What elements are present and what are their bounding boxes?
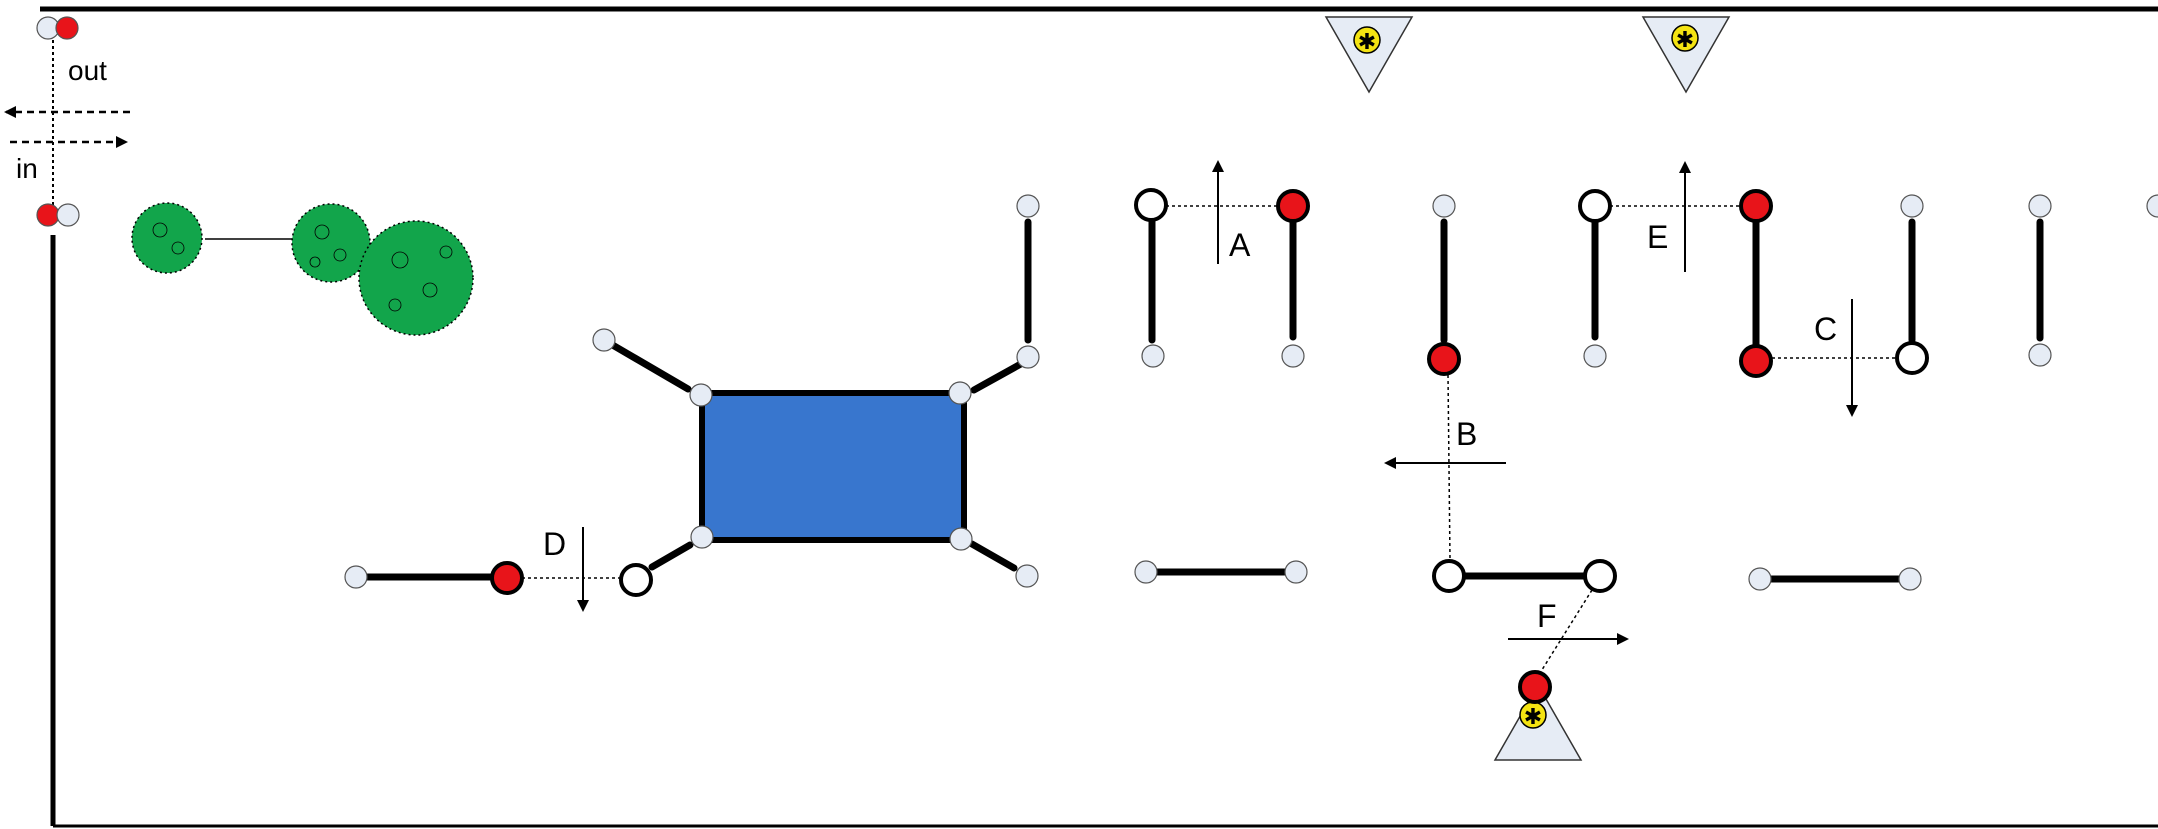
label-E: E <box>1647 219 1668 255</box>
door-node-top-red <box>55 16 79 40</box>
node-hollow <box>1583 559 1617 593</box>
label-D: D <box>543 526 566 562</box>
node-light <box>1281 344 1305 368</box>
node-light <box>1432 194 1456 218</box>
bar-E-group: E <box>1578 161 1773 378</box>
dotted-link <box>1447 374 1451 561</box>
node-light-partial <box>2146 194 2158 218</box>
node-light <box>2028 343 2052 367</box>
door-node-bottom-red <box>36 203 60 227</box>
chair-bar-upper-left <box>600 336 692 393</box>
plants <box>131 202 474 336</box>
node-light <box>690 525 714 549</box>
chair-bar-upper-right <box>970 356 1032 394</box>
ceiling-fan-icon: ✱ <box>1641 16 1731 94</box>
door-node-bottom-light <box>56 203 80 227</box>
node-light <box>344 565 368 589</box>
node-light <box>1748 567 1772 591</box>
node-hollow <box>1432 559 1466 593</box>
node-light <box>1015 564 1039 588</box>
label-C: C <box>1814 311 1837 347</box>
label-A: A <box>1229 227 1251 263</box>
node-light <box>2028 194 2052 218</box>
node-light <box>948 381 972 405</box>
plant-icon <box>358 220 474 336</box>
node-light <box>689 383 713 407</box>
door-markers: out in <box>4 16 130 227</box>
bar-B-group: B <box>1384 194 1506 561</box>
svg-text:✱: ✱ <box>1676 27 1694 52</box>
node-light <box>1284 560 1308 584</box>
label-B: B <box>1456 416 1477 452</box>
svg-text:✱: ✱ <box>1358 29 1376 54</box>
bar-C-group: C <box>1772 194 1929 417</box>
chair-bar-lower-right <box>968 540 1018 572</box>
node-light <box>1134 560 1158 584</box>
node-red <box>1739 344 1773 378</box>
node-light <box>1898 567 1922 591</box>
node-light <box>1016 345 1040 369</box>
node-red <box>1739 189 1773 223</box>
node-hollow <box>1134 188 1168 222</box>
node-hollow <box>1895 341 1929 375</box>
label-F: F <box>1537 598 1557 634</box>
table-group <box>592 194 1040 588</box>
node-red <box>1427 342 1461 376</box>
chair-bar-lower-left <box>648 541 694 571</box>
node-light <box>949 527 973 551</box>
node-light <box>592 328 616 352</box>
label-in: in <box>16 153 38 184</box>
node-light <box>1900 194 1924 218</box>
room-walls <box>40 6 2158 828</box>
bar-D-group: D <box>344 526 653 612</box>
node-light <box>1583 344 1607 368</box>
plant-icon <box>291 203 371 283</box>
node-red <box>1276 189 1310 223</box>
node-light <box>1141 344 1165 368</box>
ceiling-fan-icon: ✱ <box>1324 16 1414 94</box>
dotted-link <box>1539 589 1593 674</box>
node-light <box>1016 194 1040 218</box>
bar-A-group: A <box>1134 160 1310 368</box>
plant-icon <box>131 202 203 274</box>
horizontal-bars <box>1134 560 1922 591</box>
node-red <box>1518 670 1552 704</box>
bar-F-group: F <box>1432 559 1629 674</box>
node-hollow <box>1578 189 1612 223</box>
node-red <box>490 561 524 595</box>
bar-right-group <box>2028 194 2158 367</box>
table-icon <box>699 390 967 543</box>
label-out: out <box>68 55 107 86</box>
node-hollow <box>619 563 653 597</box>
svg-text:✱: ✱ <box>1524 704 1542 729</box>
ceiling-fan-icon: ✱ <box>1493 683 1583 761</box>
